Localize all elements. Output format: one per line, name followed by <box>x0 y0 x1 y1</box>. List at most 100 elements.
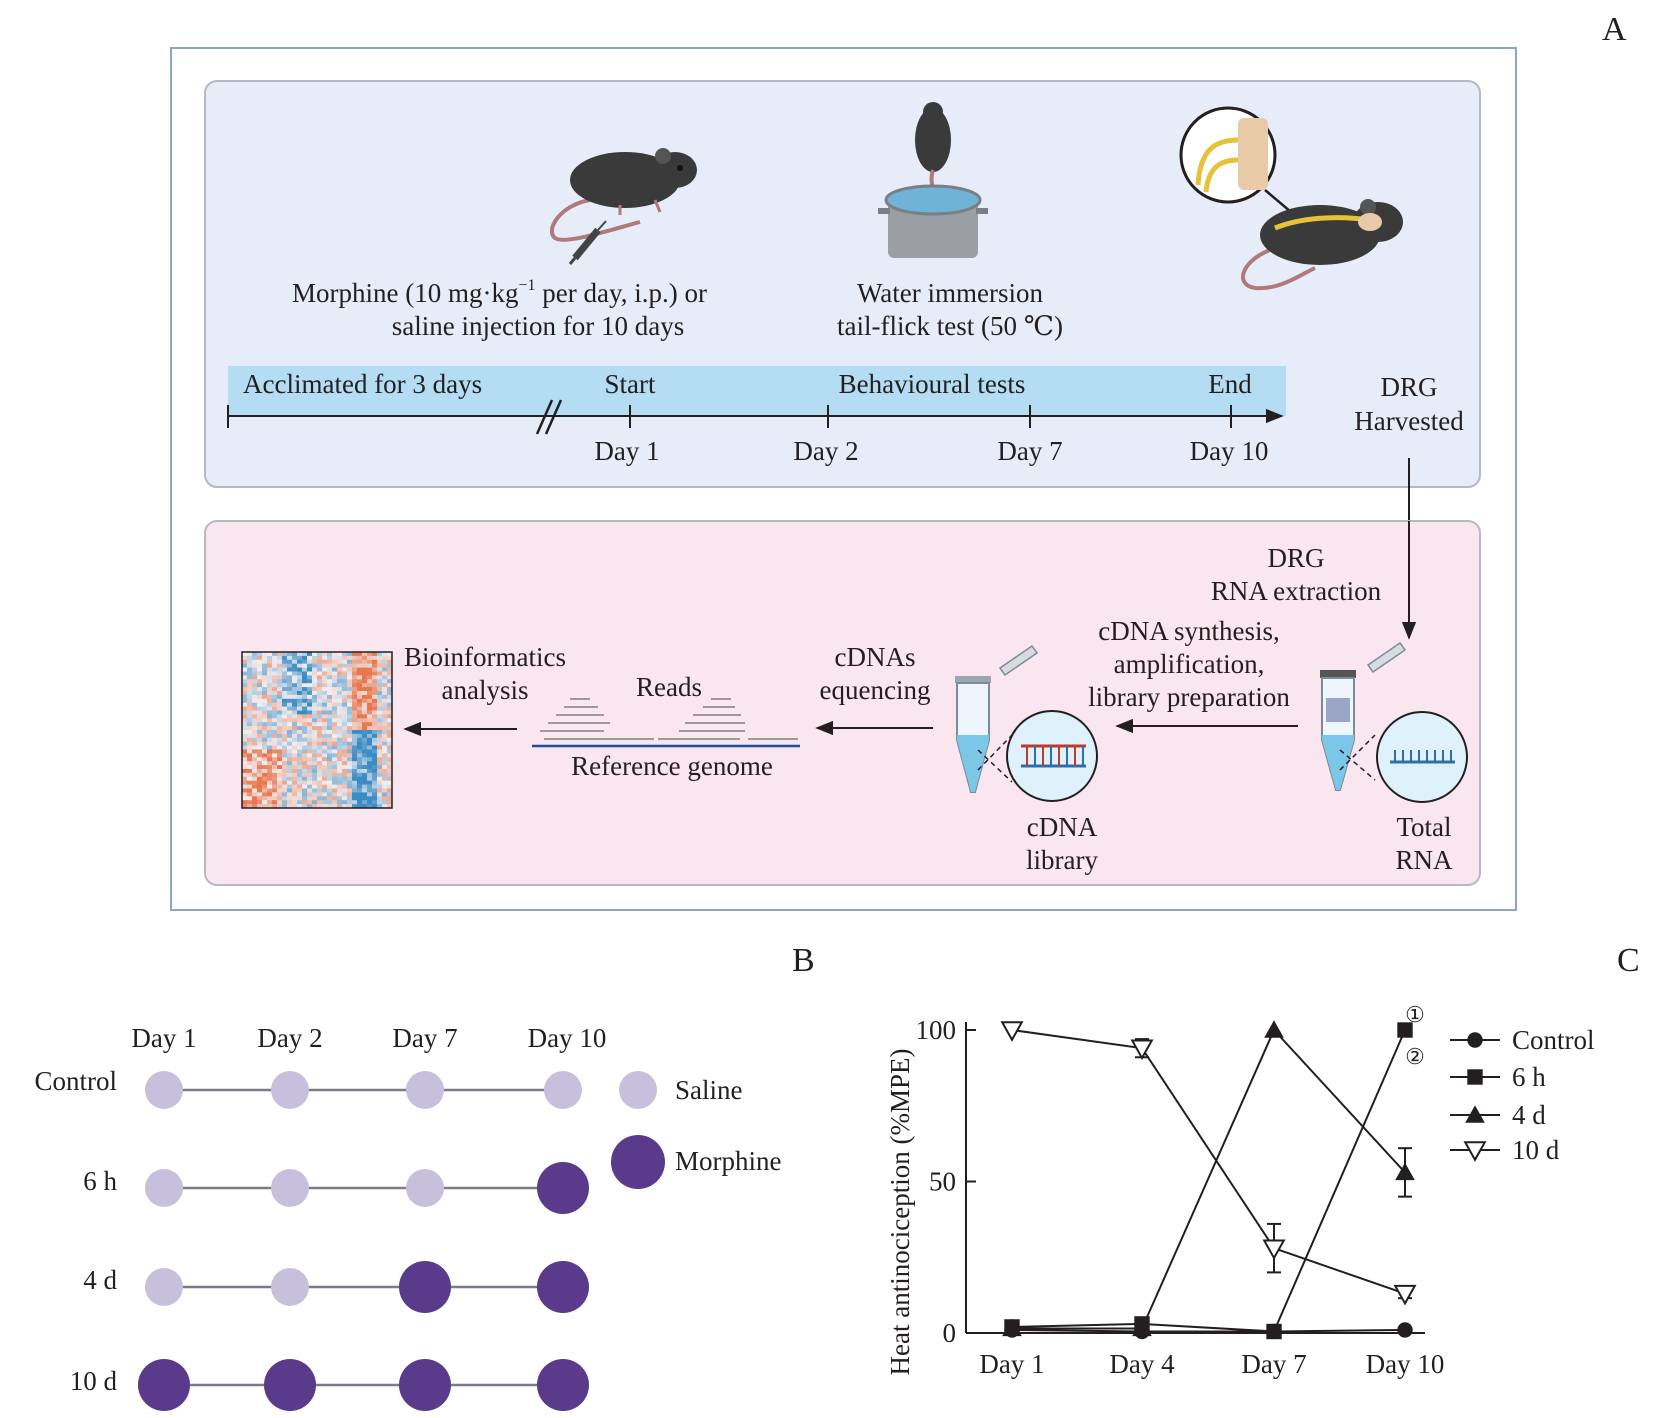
heatmap-cell <box>247 722 253 727</box>
heatmap-cell <box>372 667 378 672</box>
heatmap-cell <box>252 675 258 680</box>
heatmap-cell <box>267 679 273 684</box>
heatmap-cell <box>357 698 363 703</box>
heatmap-cell <box>347 804 353 809</box>
heatmap-cell <box>332 679 338 684</box>
heatmap-cell <box>267 730 273 735</box>
heatmap-cell <box>287 769 293 774</box>
heatmap-cell <box>377 757 383 762</box>
heatmap-cell <box>317 675 323 680</box>
heatmap-cell <box>242 694 248 700</box>
heatmap-cell <box>362 730 368 735</box>
heatmap-cell <box>377 772 383 778</box>
heatmap-cell <box>277 659 283 664</box>
heatmap-cell <box>267 726 273 731</box>
workflow-panel-bg <box>204 520 1481 886</box>
heatmap-cell <box>332 788 338 793</box>
heatmap-cell <box>277 691 283 696</box>
heatmap-cell <box>267 694 273 700</box>
heatmap-cell <box>277 780 283 785</box>
heatmap-cell <box>377 765 383 770</box>
heatmap-cell <box>272 784 278 789</box>
heatmap-cell <box>292 702 298 707</box>
heatmap-cell <box>307 667 313 672</box>
heatmap-cell <box>282 702 288 707</box>
heatmap-cell <box>317 733 323 739</box>
heatmap-cell <box>277 788 283 793</box>
series-line <box>1011 1328 1406 1333</box>
heatmap-cell <box>327 702 333 707</box>
heatmap-cell <box>382 687 388 692</box>
heatmap-cell <box>247 671 253 676</box>
heatmap-cell <box>362 761 368 766</box>
morphine-dose-marker <box>399 1359 451 1411</box>
heatmap-cell <box>327 796 333 801</box>
heatmap-cell <box>262 796 268 801</box>
heatmap-cell <box>387 655 393 661</box>
heatmap-cell <box>317 804 323 809</box>
heatmap-cell <box>322 718 328 723</box>
heatmap-cell <box>362 737 368 742</box>
heatmap-cell <box>342 730 348 735</box>
heatmap-cell <box>382 769 388 774</box>
heatmap-cell <box>297 757 303 762</box>
heatmap-cell <box>272 757 278 762</box>
heatmap-cell <box>287 706 293 711</box>
heatmap-cell <box>287 796 293 801</box>
behavioural-tests-label: Behavioural tests <box>839 369 1026 399</box>
heatmap-cell <box>362 683 368 688</box>
heatmap-cell <box>242 679 248 684</box>
heatmap-cell <box>277 694 283 700</box>
heatmap-cell <box>272 792 278 797</box>
heatmap-cell <box>332 745 338 750</box>
heatmap-cell <box>372 765 378 770</box>
cdnas-line1: cDNAs <box>835 642 916 672</box>
heatmap-cell <box>327 769 333 774</box>
heatmap-cell <box>297 737 303 742</box>
heatmap-cell <box>342 792 348 797</box>
heatmap-cell <box>362 698 368 703</box>
heatmap-cell <box>382 702 388 707</box>
heatmap-cell <box>342 663 348 668</box>
heatmap-cell <box>292 683 298 688</box>
heatmap-cell <box>267 757 273 762</box>
series-10-d <box>1000 1021 1417 1306</box>
heatmap-cell <box>242 733 248 739</box>
heatmap-cell <box>272 702 278 707</box>
heatmap-cell <box>367 761 373 766</box>
heatmap-cell <box>347 761 353 766</box>
heatmap-cell <box>307 663 313 668</box>
heatmap-cell <box>352 765 358 770</box>
heatmap-cell <box>387 761 393 766</box>
heatmap-cell <box>257 687 263 692</box>
heatmap-cell <box>247 710 253 715</box>
heatmap-cell <box>257 655 263 661</box>
heatmap-cell <box>257 710 263 715</box>
heatmap-cell <box>352 800 358 805</box>
heatmap-cell <box>382 784 388 789</box>
heatmap-cell <box>252 741 258 746</box>
heatmap-cell <box>242 792 248 797</box>
heatmap-cell <box>372 702 378 707</box>
legend-label: Control <box>1512 1025 1595 1055</box>
heatmap-cell <box>362 706 368 711</box>
heatmap-cell <box>287 663 293 668</box>
heatmap-cell <box>282 706 288 711</box>
heatmap-cell <box>252 776 258 781</box>
heatmap-cell <box>267 749 273 754</box>
heatmap-cell <box>332 796 338 801</box>
heatmap-cell <box>272 675 278 680</box>
heatmap-cell <box>312 667 318 672</box>
heatmap-cell <box>302 694 308 700</box>
heatmap-cell <box>327 792 333 797</box>
heatmap-cell <box>287 702 293 707</box>
heatmap-cell <box>367 683 373 688</box>
heatmap-cell <box>322 753 328 758</box>
heatmap-cell <box>332 753 338 758</box>
heatmap-cell <box>337 655 343 661</box>
heatmap-cell <box>252 655 258 661</box>
heatmap-cell <box>247 694 253 700</box>
heatmap-cell <box>357 769 363 774</box>
heatmap-cell <box>352 733 358 739</box>
